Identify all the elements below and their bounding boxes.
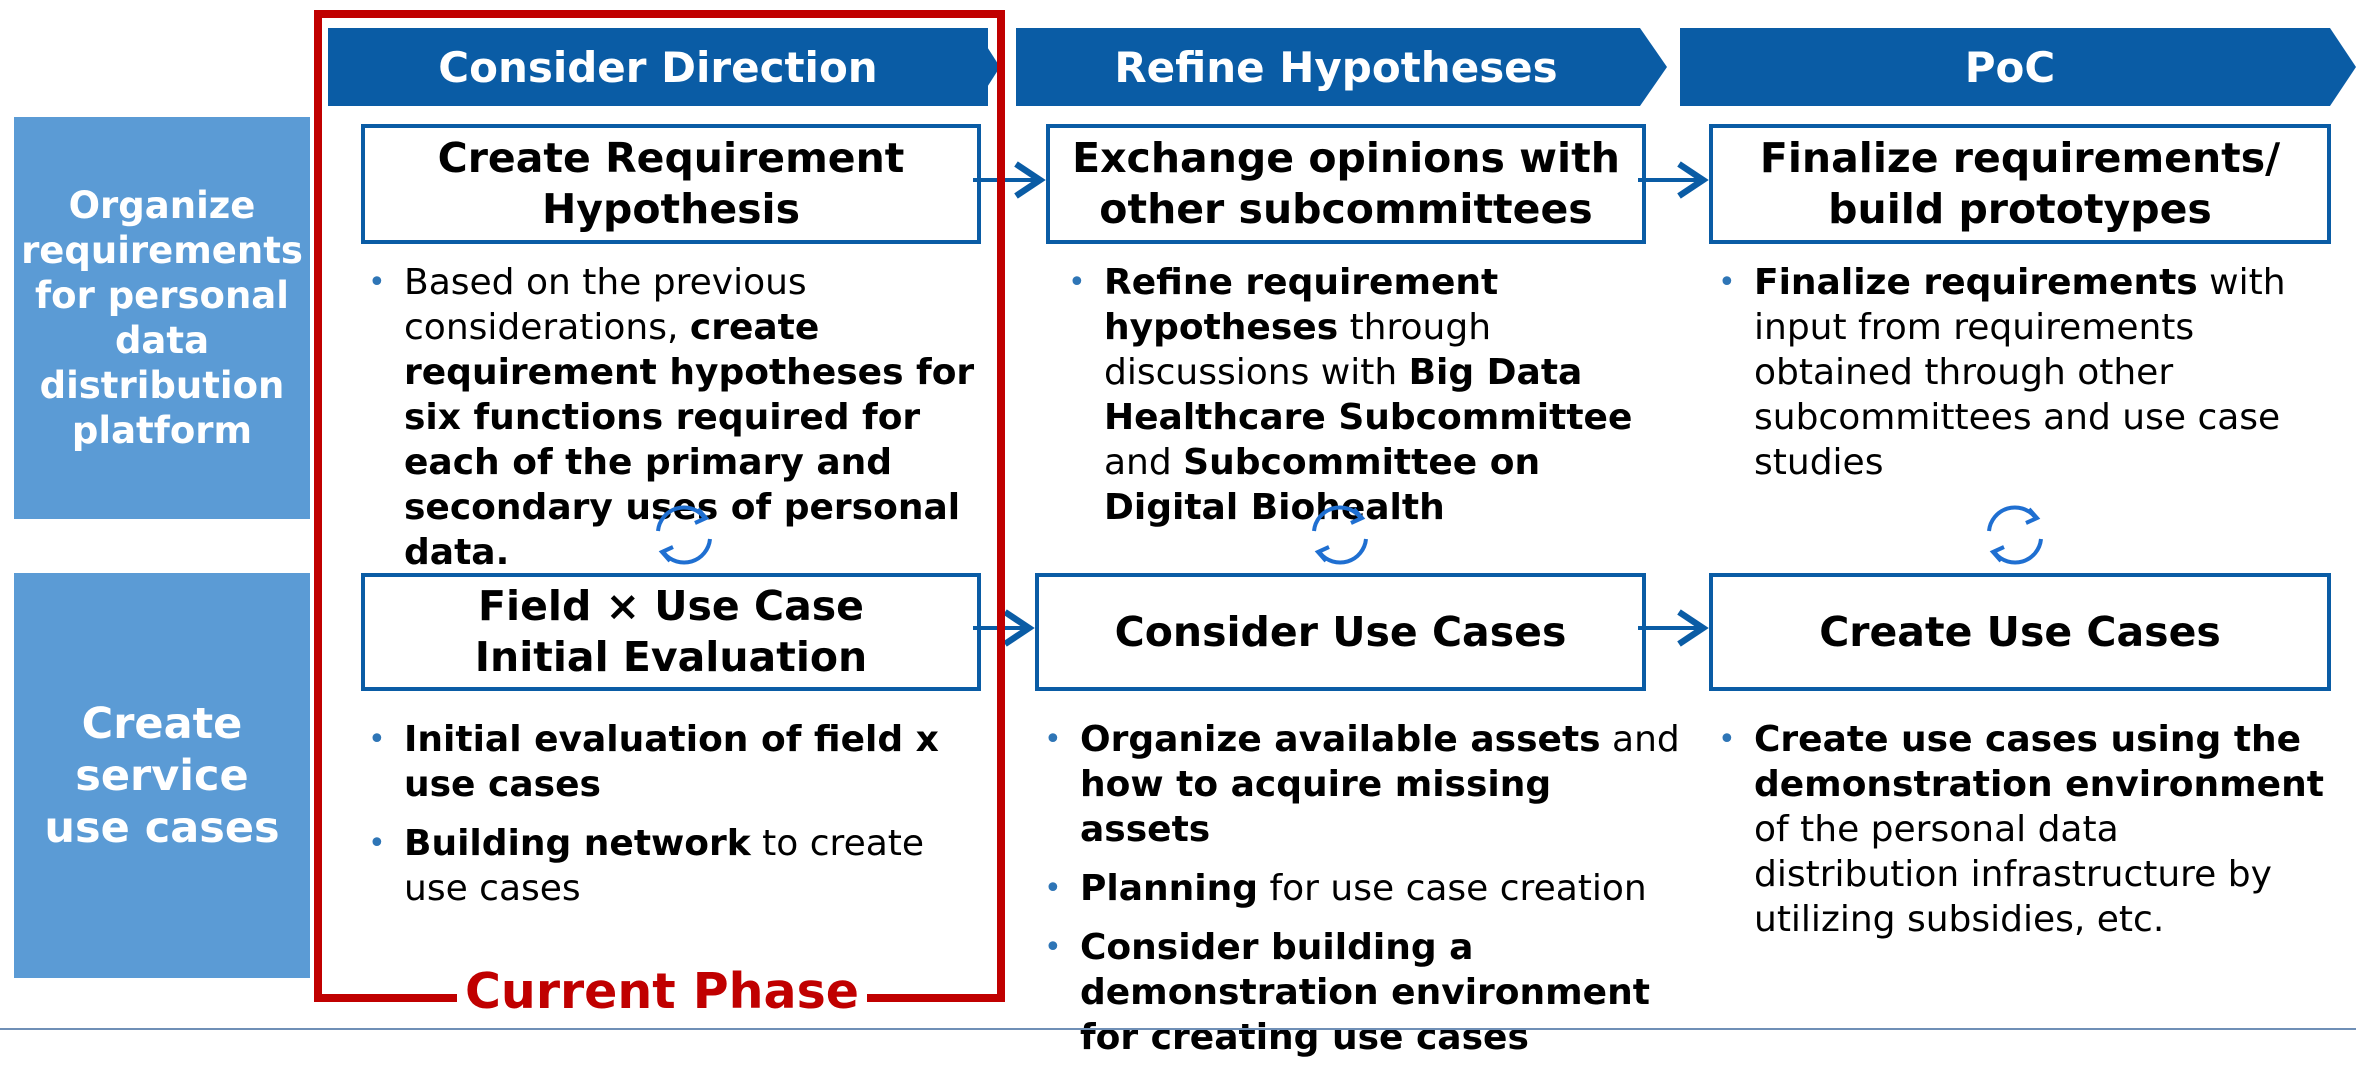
box-exchange-opinions: Exchange opinions with other subcommitte… [1046,124,1646,244]
box-create-requirement-hypothesis: Create Requirement Hypothesis [361,124,981,244]
bullet-text-bold: Initial evaluation of field x use cases [404,719,939,805]
bullet-text-bold: Consider building a demonstration enviro… [1080,927,1650,1058]
phase-poc: PoC [1964,42,2056,92]
bullets-exchange-opinions: Refine requirement hypotheses through di… [1068,260,1668,544]
bullet-text-bold: Create use cases using the demonstration… [1754,719,2324,805]
row-header-use-cases: Create service use cases [14,573,310,978]
bullet-item: Organize available assets and how to acq… [1044,717,1684,852]
bullet-text-bold: Organize available assets [1080,719,1601,760]
phase-refine-hypotheses: Refine Hypotheses [1114,42,1558,92]
bullets-create-use-cases: Create use cases using the demonstration… [1718,717,2328,956]
bullet-text-bold: Building network [404,823,751,864]
bullet-item: Initial evaluation of field x use cases [368,717,978,807]
row-header-requirements: Organize requirements for personal data … [14,117,310,519]
bullet-text: and [1104,442,1184,483]
bullet-item: Building network to create use cases [368,821,978,911]
bullets-finalize-requirements: Finalize requirements with input from re… [1718,260,2328,499]
box-create-use-cases: Create Use Cases [1709,573,2331,691]
box-consider-use-cases: Consider Use Cases [1035,573,1646,691]
bullet-text: for use case creation [1258,868,1647,909]
bullet-text: Based on the previous considerations, [404,262,807,348]
box-finalize-requirements: Finalize requirements/ build prototypes [1709,124,2331,244]
phase-chevron-3 [1680,28,2356,106]
bullet-text-bold: how to acquire missing assets [1080,764,1552,850]
bullet-text: to create use cases [404,823,925,909]
phase-consider-direction: Consider Direction [328,28,988,106]
cycle-icon [656,505,712,565]
bullets-field-use-case: Initial evaluation of field x use casesB… [368,717,978,925]
bullet-text: through discussions with [1104,307,1492,393]
bullet-text: with input from requirements obtained th… [1754,262,2286,483]
current-phase-label: Current Phase [457,960,867,1024]
bottom-divider [0,1028,2356,1030]
current-phase-frame [314,10,1005,1002]
bullet-item: Refine requirement hypotheses through di… [1068,260,1668,530]
bullet-item: Consider building a demonstration enviro… [1044,925,1684,1060]
bullet-text: of the personal data distribution infras… [1754,809,2272,940]
bullet-text-bold: Big Data Healthcare Subcommittee [1104,352,1633,438]
bullet-text-bold: Finalize requirements [1754,262,2198,303]
bullet-text-bold: Subcommittee on Digital Biohealth [1104,442,1541,528]
bullet-item: Finalize requirements with input from re… [1718,260,2328,485]
bullet-text-bold: create requirement hypotheses for six fu… [404,307,975,573]
bullet-item: Create use cases using the demonstration… [1718,717,2328,942]
bullets-consider-use-cases: Organize available assets and how to acq… [1044,717,1684,1074]
bullet-item: Based on the previous considerations, cr… [368,260,988,575]
bullet-item: Planning for use case creation [1044,866,1684,911]
bullets-create-requirement: Based on the previous considerations, cr… [368,260,988,589]
cycle-icon [1987,505,2043,565]
phase-chevron-2 [1016,28,1667,106]
box-field-use-case-evaluation: Field × Use Case Initial Evaluation [361,573,981,691]
bullet-text-bold: Refine requirement hypotheses [1104,262,1499,348]
bullet-text: and [1600,719,1680,760]
cycle-icon [1312,505,1368,565]
bullet-text-bold: Planning [1080,868,1259,909]
